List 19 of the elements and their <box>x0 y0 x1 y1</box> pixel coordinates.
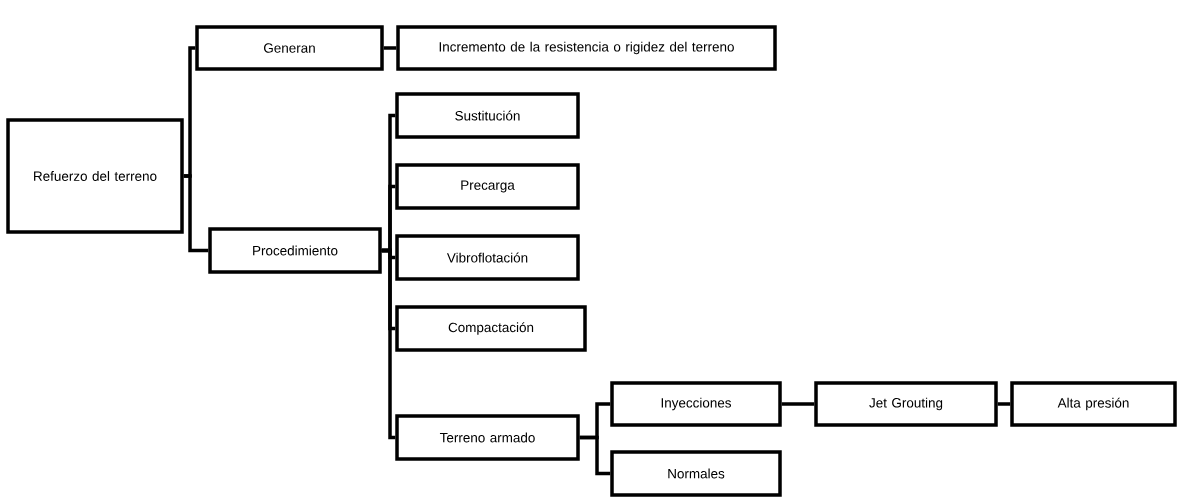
connector-line <box>997 402 1011 406</box>
process-box: Procedimiento <box>208 227 382 274</box>
process-box: Incremento de la resistencia o rigidez del terreno <box>396 25 777 71</box>
process-box: Refuerzo del terreno <box>6 118 184 234</box>
process-box: Terreno armado <box>395 414 580 461</box>
process-box: Generan <box>195 25 384 71</box>
connector-line <box>781 402 815 406</box>
process-box: Inyecciones <box>610 381 782 427</box>
process-box: Vibroflotación <box>395 234 580 281</box>
connector-line <box>183 174 209 253</box>
process-box: Compactación <box>395 305 587 352</box>
process-box: Alta presión <box>1010 381 1177 427</box>
process-box: Jet Grouting <box>814 381 998 427</box>
connector-line <box>381 248 396 440</box>
connector-line <box>383 46 397 50</box>
connector-line <box>579 435 611 476</box>
process-box: Sustitución <box>395 92 580 139</box>
process-box: Normales <box>610 450 782 497</box>
process-box: Precarga <box>395 163 580 210</box>
